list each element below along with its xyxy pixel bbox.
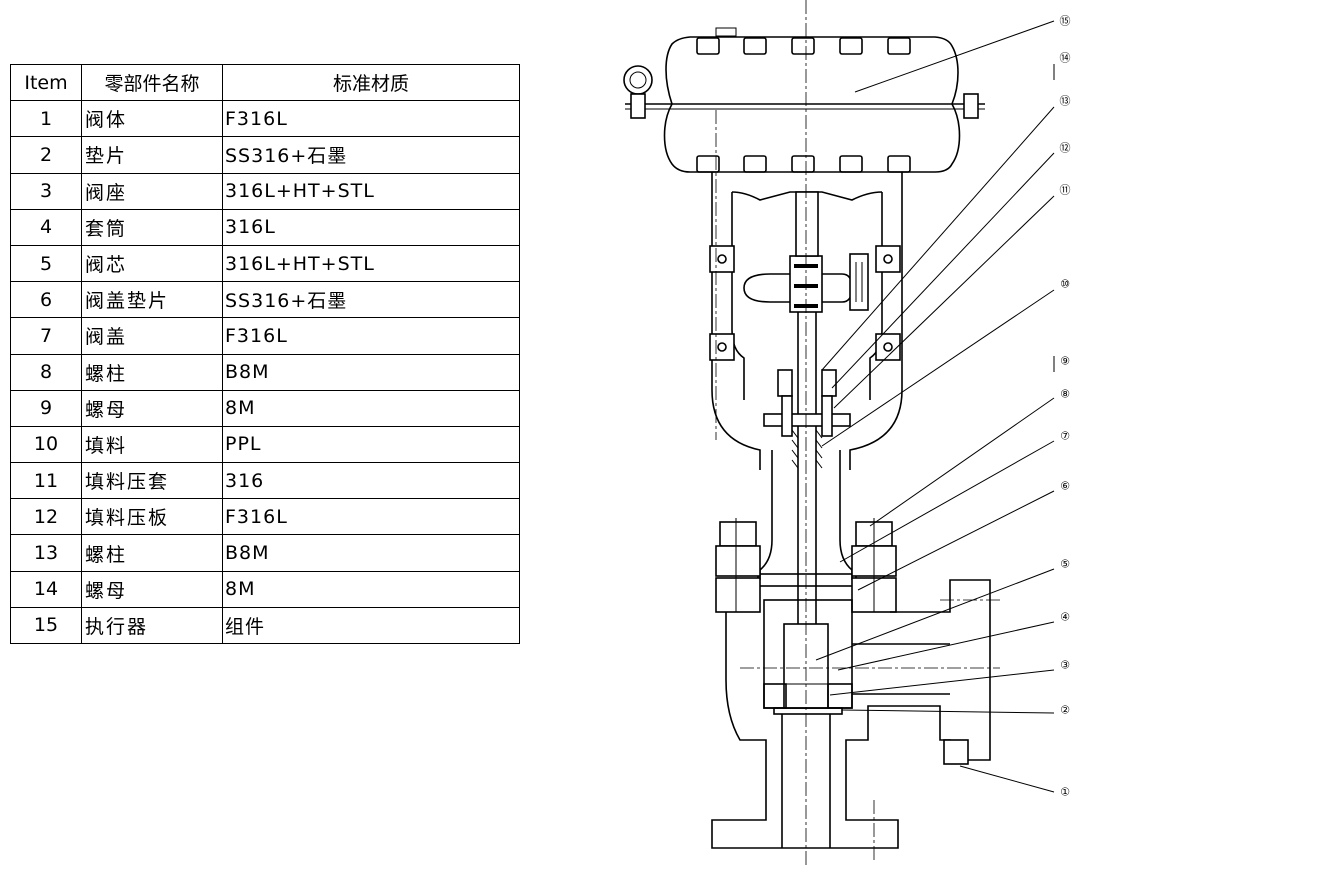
material-cell: B8M bbox=[222, 534, 520, 572]
part-name-cell: 垫片 bbox=[81, 136, 223, 174]
item-number-cell: 5 bbox=[10, 244, 82, 283]
callout-4: ④ bbox=[1060, 611, 1070, 624]
material-cell: F316L bbox=[222, 100, 520, 138]
item-number-cell: 9 bbox=[10, 389, 82, 427]
callout-7: ⑦ bbox=[1060, 430, 1070, 443]
material-cell: 316L+HT+STL bbox=[222, 244, 520, 283]
center-lines bbox=[715, 0, 1000, 866]
callout-13: ⑬ bbox=[1060, 95, 1071, 108]
item-number-cell: 11 bbox=[10, 462, 82, 500]
callout-9: ⑨ bbox=[1060, 355, 1070, 368]
material-cell: F316L bbox=[222, 317, 520, 355]
item-number-cell: 1 bbox=[10, 100, 82, 138]
part-name-cell: 阀座 bbox=[81, 172, 223, 210]
body-bolts bbox=[715, 518, 897, 613]
material-cell: 8M bbox=[222, 570, 520, 608]
valve-body bbox=[711, 579, 991, 849]
material-cell: PPL bbox=[222, 425, 520, 464]
parts-table-header: Item 零部件名称 标准材质 bbox=[10, 63, 520, 102]
valve-cross-section-drawing: ⑮ ⑭ ⑬ ⑫ ⑪ ⑩ ⑨ ⑧ ⑦ ⑥ ⑤ ④ ③ ② ① bbox=[623, 0, 1071, 866]
callout-6: ⑥ bbox=[1060, 480, 1070, 493]
callout-12: ⑫ bbox=[1060, 142, 1071, 155]
part-name-cell: 螺柱 bbox=[81, 534, 223, 572]
part-name-cell: 螺母 bbox=[81, 389, 223, 427]
part-name-cell: 阀芯 bbox=[81, 244, 223, 283]
item-number-cell: 14 bbox=[10, 570, 82, 608]
part-name-cell: 套筒 bbox=[81, 208, 223, 246]
part-name-cell: 阀体 bbox=[81, 100, 223, 138]
part-name-cell: 填料压板 bbox=[81, 498, 223, 536]
part-name-cell: 填料压套 bbox=[81, 462, 223, 500]
material-cell: 316L+HT+STL bbox=[222, 172, 520, 210]
callout-labels: ⑮ ⑭ ⑬ ⑫ ⑪ ⑩ ⑨ ⑧ ⑦ ⑥ ⑤ ④ ③ ② ① bbox=[1060, 15, 1071, 799]
item-number-cell: 10 bbox=[10, 425, 82, 464]
material-cell: SS316+石墨 bbox=[222, 136, 520, 174]
material-cell: B8M bbox=[222, 353, 520, 391]
callout-10: ⑩ bbox=[1060, 278, 1070, 291]
callout-2: ② bbox=[1060, 704, 1070, 717]
bonnet bbox=[757, 450, 857, 587]
item-number-cell: 3 bbox=[10, 172, 82, 210]
material-cell: F316L bbox=[222, 498, 520, 536]
material-cell: 316L bbox=[222, 208, 520, 246]
material-cell: 8M bbox=[222, 389, 520, 427]
callout-3: ③ bbox=[1060, 659, 1070, 672]
item-number-cell: 13 bbox=[10, 534, 82, 572]
header-material: 标准材质 bbox=[222, 63, 520, 102]
callout-1: ① bbox=[1060, 786, 1070, 799]
callout-5: ⑤ bbox=[1060, 558, 1070, 571]
part-name-cell: 螺柱 bbox=[81, 353, 223, 391]
callout-11: ⑪ bbox=[1060, 184, 1071, 197]
leader-lines bbox=[815, 20, 1055, 793]
material-cell: SS316+石墨 bbox=[222, 281, 520, 319]
callout-15: ⑮ bbox=[1060, 15, 1071, 28]
item-number-cell: 7 bbox=[10, 317, 82, 355]
item-number-cell: 2 bbox=[10, 136, 82, 174]
part-name-cell: 螺母 bbox=[81, 570, 223, 608]
part-name-cell: 填料 bbox=[81, 425, 223, 464]
callout-14: ⑭ bbox=[1060, 52, 1071, 65]
item-number-cell: 4 bbox=[10, 208, 82, 246]
actuator-assembly bbox=[623, 27, 985, 173]
header-part-name: 零部件名称 bbox=[81, 63, 223, 102]
part-name-cell: 执行器 bbox=[81, 606, 223, 645]
material-cell: 组件 bbox=[222, 606, 520, 645]
item-number-cell: 8 bbox=[10, 353, 82, 391]
part-name-cell: 阀盖垫片 bbox=[81, 281, 223, 319]
callout-8: ⑧ bbox=[1060, 388, 1070, 401]
material-cell: 316 bbox=[222, 462, 520, 500]
part-name-cell: 阀盖 bbox=[81, 317, 223, 355]
item-number-cell: 6 bbox=[10, 281, 82, 319]
item-number-cell: 12 bbox=[10, 498, 82, 536]
packing-assembly bbox=[763, 369, 851, 469]
header-item: Item bbox=[10, 63, 82, 102]
item-number-cell: 15 bbox=[10, 606, 82, 645]
